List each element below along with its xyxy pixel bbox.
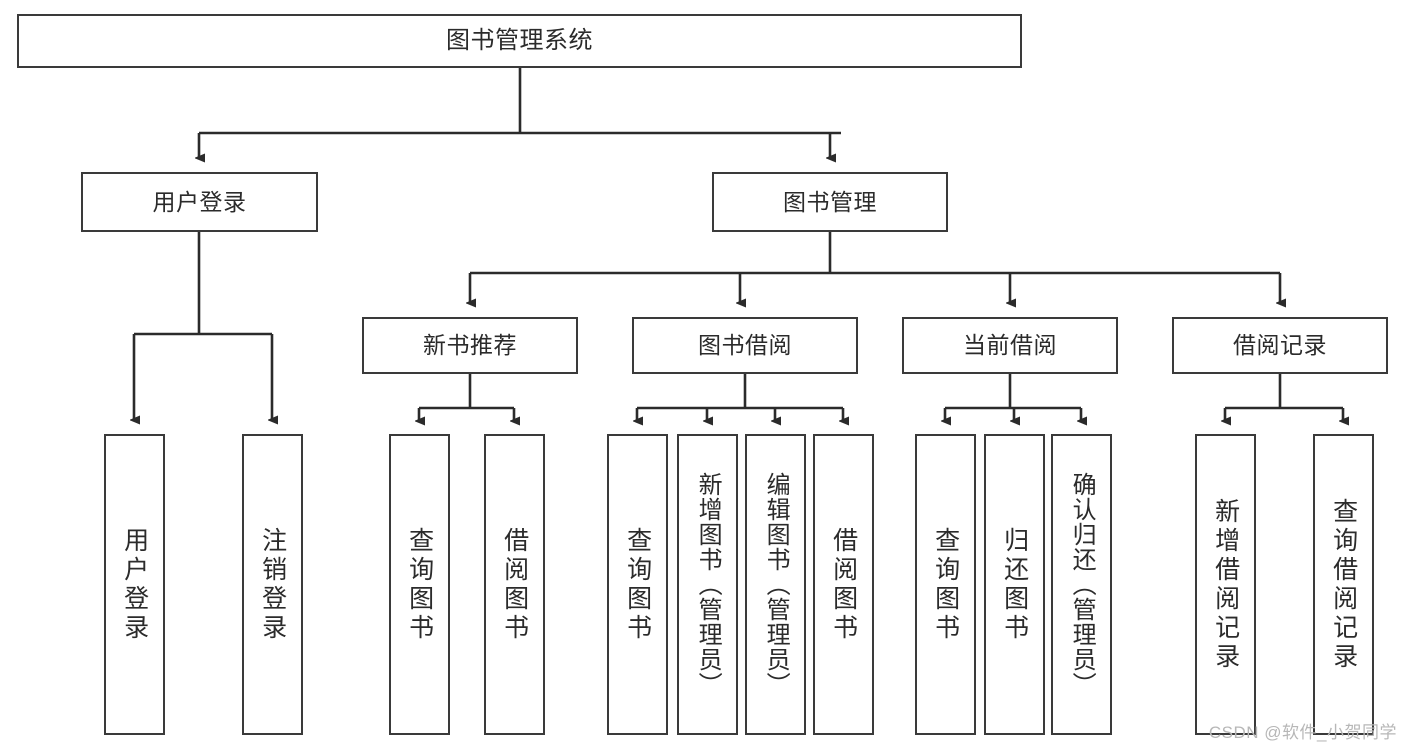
leaf-borrow-book-recommend[interactable]: 借阅图书 <box>484 434 545 735</box>
node-label: 注销登录 <box>258 526 287 643</box>
leaf-return-book[interactable]: 归还图书 <box>984 434 1045 735</box>
node-label: 新增图书（管理员） <box>694 472 722 697</box>
node-label: 归还图书 <box>1000 526 1029 643</box>
node-label: 借阅记录 <box>1233 332 1327 358</box>
node-new-book-recommend[interactable]: 新书推荐 <box>362 317 578 374</box>
leaf-add-book-admin[interactable]: 新增图书（管理员） <box>677 434 738 735</box>
leaf-logout[interactable]: 注销登录 <box>242 434 303 735</box>
node-label: 查询图书 <box>405 526 434 643</box>
node-label: 确认归还（管理员） <box>1068 472 1096 697</box>
leaf-edit-book-admin[interactable]: 编辑图书（管理员） <box>745 434 806 735</box>
node-label: 图书借阅 <box>698 332 792 358</box>
leaf-query-borrow-record[interactable]: 查询借阅记录 <box>1313 434 1374 735</box>
leaf-user-login[interactable]: 用户登录 <box>104 434 165 735</box>
node-root-book-management-system[interactable]: 图书管理系统 <box>17 14 1022 68</box>
node-current-borrow[interactable]: 当前借阅 <box>902 317 1118 374</box>
leaf-add-borrow-record[interactable]: 新增借阅记录 <box>1195 434 1256 735</box>
node-label: 图书管理 <box>783 188 877 215</box>
csdn-watermark: CSDN @软件_小贺同学 <box>1208 723 1397 742</box>
node-label: 当前借阅 <box>963 332 1057 358</box>
node-label: 借阅图书 <box>829 526 858 643</box>
node-label: 用户登录 <box>120 526 149 643</box>
node-book-management[interactable]: 图书管理 <box>712 172 948 232</box>
node-label: 图书管理系统 <box>446 27 593 54</box>
node-label: 新增借阅记录 <box>1211 497 1240 672</box>
node-label: 查询借阅记录 <box>1329 497 1358 672</box>
leaf-query-book-current[interactable]: 查询图书 <box>915 434 976 735</box>
node-label: 新书推荐 <box>423 332 517 358</box>
node-label: 查询图书 <box>623 526 652 643</box>
leaf-query-book-recommend[interactable]: 查询图书 <box>389 434 450 735</box>
node-book-borrow[interactable]: 图书借阅 <box>632 317 858 374</box>
leaf-borrow-book[interactable]: 借阅图书 <box>813 434 874 735</box>
node-user-login[interactable]: 用户登录 <box>81 172 318 232</box>
node-label: 查询图书 <box>931 526 960 643</box>
node-label: 编辑图书（管理员） <box>762 472 790 697</box>
leaf-confirm-return-admin[interactable]: 确认归还（管理员） <box>1051 434 1112 735</box>
node-label: 用户登录 <box>152 188 247 215</box>
node-borrow-record[interactable]: 借阅记录 <box>1172 317 1388 374</box>
node-label: 借阅图书 <box>500 526 529 643</box>
leaf-query-book-borrow[interactable]: 查询图书 <box>607 434 668 735</box>
